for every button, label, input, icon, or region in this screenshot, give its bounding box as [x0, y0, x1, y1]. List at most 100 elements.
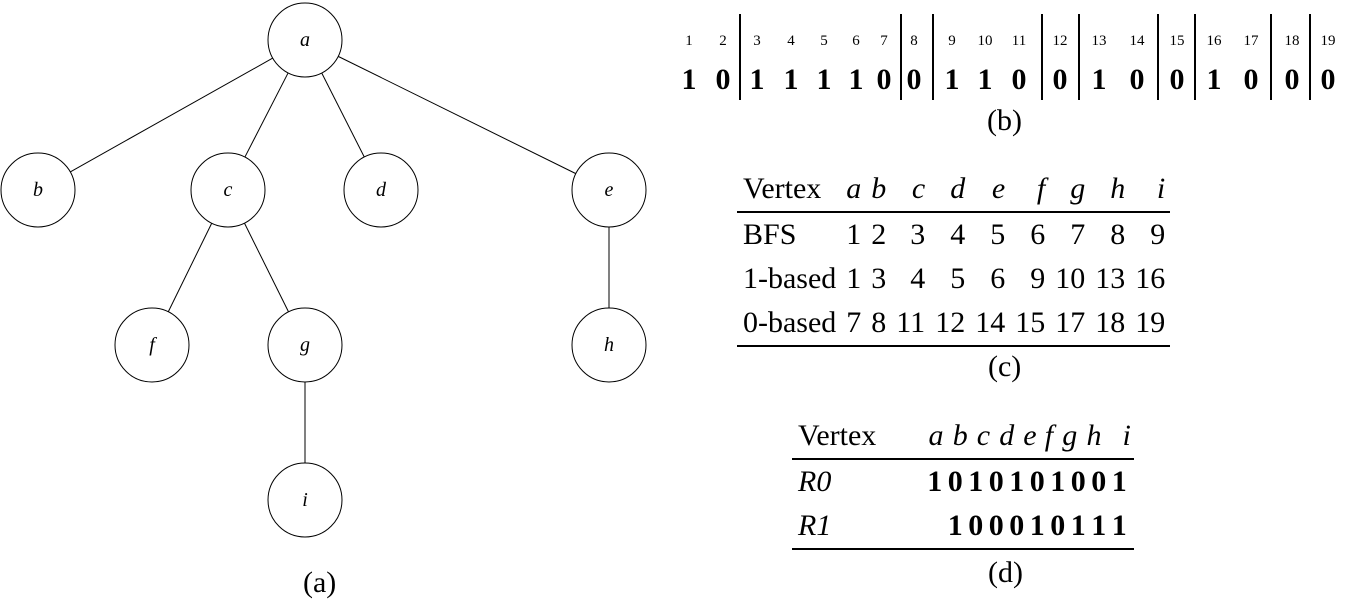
row-label: R0 [798, 465, 832, 498]
table-c-col: i [1156, 172, 1166, 205]
tree-node-i [267, 462, 343, 538]
bit-value: 1 [978, 63, 993, 96]
bit-value: 1 [1092, 63, 1107, 96]
bit-value: 0 [907, 63, 922, 96]
table-d-col: c [976, 419, 991, 452]
cell: 2 [871, 218, 887, 251]
table-c-col: a [846, 172, 862, 205]
bit-value: 1 [945, 63, 960, 96]
cell: 5 [950, 262, 966, 295]
tree-node-c [190, 152, 266, 228]
table-c-col: e [991, 172, 1006, 205]
table-c-col: h [1110, 172, 1126, 205]
tree-node-label-c: c [224, 179, 233, 201]
cell: 14 [975, 306, 1006, 339]
table-c-header-label: Vertex [743, 172, 822, 205]
table-row: BFS 1 2 3 4 5 6 7 8 9 [737, 212, 1170, 257]
tree-edge-c-g [244, 222, 289, 313]
tree-node-h [571, 307, 647, 383]
cell: 3 [910, 218, 926, 251]
cell: 9 [1030, 262, 1046, 295]
table-d-header-label: Vertex [798, 419, 877, 452]
bit-index: 11 [1012, 33, 1026, 49]
tree-edge-c-f [167, 223, 213, 312]
cell: 19 [1135, 306, 1166, 339]
table-row: R1 1 0 0 0 1 0 1 1 1 [792, 504, 1134, 549]
cell: 10 [1055, 262, 1086, 295]
bit-value: 1 [849, 63, 864, 96]
tree-node-label-d: d [376, 179, 387, 201]
tree-node-label-i: i [302, 489, 308, 511]
cell: 11 [896, 306, 926, 339]
bit-value: 0 [716, 63, 731, 96]
bit-value: 0 [1170, 63, 1185, 96]
table-row: 0-based 7 8 11 12 14 15 17 18 19 [737, 301, 1171, 346]
cell: 12 [935, 306, 966, 339]
bit-index: 8 [910, 33, 918, 49]
bit-index: 6 [852, 33, 860, 49]
bit-value: 0 [1012, 63, 1027, 96]
row-label: 1-based [743, 262, 837, 295]
cell: 18 [1095, 306, 1126, 339]
bit-index: 15 [1170, 33, 1185, 49]
caption-b: (b) [987, 104, 1022, 137]
tree-edge-a-c [244, 72, 289, 158]
tree-node-label-e: e [605, 179, 614, 201]
bit-index: 3 [753, 33, 761, 49]
tree-node-label-h: h [604, 334, 614, 356]
row-bits: 1 0 0 0 1 0 1 1 1 [947, 509, 1127, 542]
table-d-col: e [1023, 419, 1037, 452]
tree-node-d [343, 152, 419, 228]
tree-node-label-g: g [300, 334, 310, 356]
table-c: Vertex a b c d e f g h i BFS 1 2 3 4 5 6… [737, 167, 1171, 347]
table-d-col: a [928, 419, 944, 452]
row-label: BFS [743, 218, 797, 251]
tree-node-g [267, 307, 343, 383]
cell: 5 [990, 218, 1006, 251]
table-c-header-row: Vertex a b c d e f g h i [737, 167, 1171, 212]
cell: 6 [1030, 218, 1046, 251]
table-c-col: b [871, 172, 887, 205]
bit-index: 9 [948, 33, 956, 49]
tree-node-e [571, 152, 647, 228]
tree-node-label-a: a [300, 29, 310, 51]
tree-diagram: a b c d e f g h i [0, 2, 647, 538]
tree-node-a [267, 2, 343, 78]
bit-value: 0 [1321, 63, 1336, 96]
tree-node-label-f: f [149, 334, 157, 356]
cell: 1 [846, 218, 862, 251]
tree-node-b [0, 152, 76, 228]
bit-value: 0 [1285, 63, 1300, 96]
tree-edge-a-e [337, 55, 577, 175]
bit-index: 13 [1092, 33, 1107, 49]
table-d-col: d [999, 419, 1015, 452]
bit-index: 4 [787, 33, 795, 49]
bit-value: 0 [1130, 63, 1145, 96]
row-label: 0-based [743, 306, 837, 339]
table-d-col: b [952, 419, 968, 452]
bit-index: 2 [719, 33, 727, 49]
table-d-col: f [1044, 419, 1054, 452]
table-d-col: i [1122, 419, 1131, 452]
bit-index: 17 [1244, 33, 1260, 49]
caption-a: (a) [303, 566, 337, 599]
cell: 17 [1055, 306, 1086, 339]
bit-index: 5 [820, 33, 828, 49]
table-c-col: f [1036, 172, 1046, 205]
bit-value: 1 [750, 63, 765, 96]
bit-index: 12 [1053, 33, 1068, 49]
tree-edge-a-d [321, 72, 365, 158]
cell: 4 [950, 218, 966, 251]
cell: 3 [871, 262, 887, 295]
tree-edge-a-b [70, 57, 273, 173]
table-d-col: g [1062, 419, 1078, 452]
cell: 7 [846, 306, 862, 339]
cell: 15 [1015, 306, 1046, 339]
tree-node-label-b: b [33, 179, 43, 201]
cell: 7 [1070, 218, 1086, 251]
bit-index: 10 [978, 33, 993, 49]
cell: 8 [1110, 218, 1126, 251]
cell: 16 [1135, 262, 1166, 295]
caption-c: (c) [988, 350, 1022, 383]
